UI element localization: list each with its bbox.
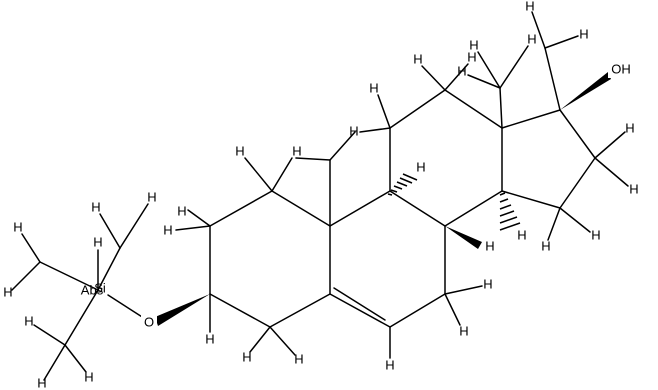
hydrogen-label: H — [517, 227, 526, 242]
hydrogen-label: H — [625, 120, 634, 135]
hydroxyl-label: OH — [611, 61, 631, 76]
hydrogen-label: H — [37, 375, 46, 390]
hydrogen-label: H — [416, 159, 425, 174]
hydrogen-label: H — [629, 181, 638, 196]
hydrogen-label: H — [457, 63, 466, 78]
hydrogen-label: H — [91, 199, 100, 214]
hydrogen-label: H — [292, 143, 301, 158]
hydrogen-label: H — [369, 80, 378, 95]
hydrogen-label: H — [483, 276, 492, 291]
hydrogen-label: H — [147, 189, 156, 204]
hydrogen-label: H — [385, 357, 394, 372]
stereo-bonds — [155, 72, 611, 326]
hydrogen-label: H — [294, 351, 303, 366]
hydrogen-label: H — [24, 313, 33, 328]
oxygen-label: O — [144, 314, 154, 329]
hydrogen-labels: H H H H H H H H H H H H H H H H H H H H … — [3, 0, 638, 390]
hydrogen-label: H — [467, 49, 476, 64]
hydrogen-label: H — [579, 26, 588, 41]
hydrogen-label: H — [469, 37, 478, 52]
atom-labels: OH O Si Abs — [81, 60, 636, 330]
hydrogen-label: H — [525, 0, 534, 13]
hydrogen-label: H — [235, 143, 244, 158]
hydrogen-label: H — [84, 369, 93, 384]
hydrogen-label: H — [485, 238, 494, 253]
skeleton-bonds — [39, 47, 596, 346]
hydrogen-label: H — [413, 51, 422, 66]
hydrogen-label: H — [459, 323, 468, 338]
hydrogen-label: H — [541, 238, 550, 253]
silicon-label: Si — [94, 280, 106, 295]
hydrogen-label: H — [177, 203, 186, 218]
hydrogen-label: H — [13, 219, 22, 234]
hydrogen-label: H — [163, 222, 172, 237]
hydrogen-label: H — [591, 227, 600, 242]
hydrogen-label: H — [93, 234, 102, 249]
hydrogen-bonds — [11, 11, 629, 381]
hydrogen-label: H — [349, 123, 358, 138]
hydrogen-label: H — [527, 31, 536, 46]
abs-label: Abs — [81, 282, 104, 297]
hydrogen-label: H — [242, 349, 251, 364]
hydrogen-label: H — [3, 284, 12, 299]
hydrogen-label: H — [205, 331, 214, 346]
